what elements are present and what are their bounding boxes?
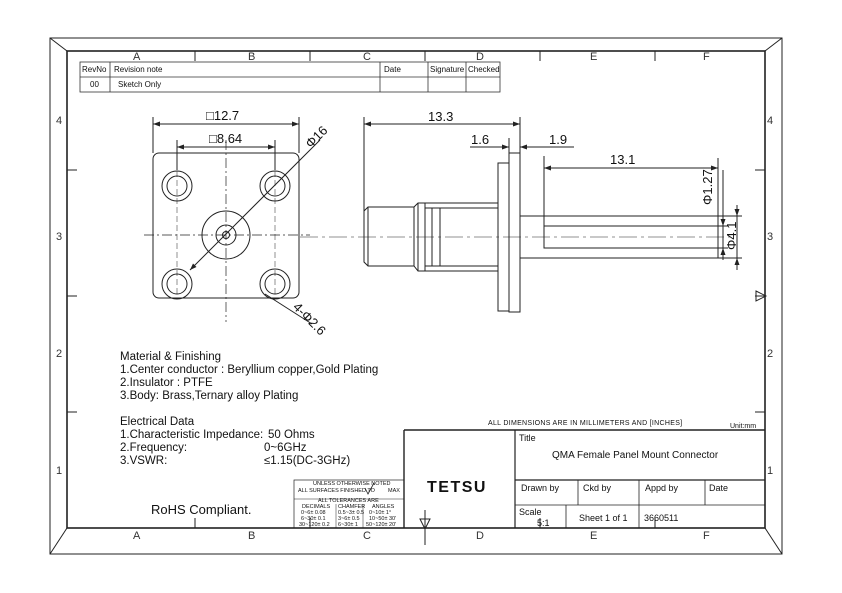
electrical-label-2: 2.Frequency: [120, 442, 188, 454]
tol-row-2-cha: 3~6± 0.5 [338, 516, 360, 522]
tol-line-1: UNLESS OTHERWISE NOTED [313, 481, 391, 487]
front-view [144, 117, 321, 325]
sheet-number: Sheet 1 of 1 [579, 513, 628, 523]
tol-row-3-dec: 30~120± 0.2 [299, 522, 330, 528]
title-block [293, 429, 765, 529]
row-right-3: 3 [767, 231, 774, 243]
drawing-title: QMA Female Panel Mount Connector [552, 450, 719, 461]
outer-frame [49, 37, 783, 555]
rohs-note: RoHS Compliant. [151, 502, 252, 517]
tol-row-1-ang: 0~10± 1° [369, 510, 392, 516]
material-line-3: 3.Body: Brass,Ternary alloy Plating [120, 390, 299, 402]
dim-outer-square: □12.7 [206, 108, 240, 123]
appd-by-label: Appd by [645, 483, 679, 493]
material-title: Material & Finishing [120, 351, 221, 363]
material-line-1: 1.Center conductor : Beryllium copper,Go… [120, 364, 379, 376]
zone-bottom-c: C [363, 530, 371, 542]
dim-pin-dia: Φ1.27 [700, 169, 715, 205]
center-arrow-right [755, 290, 768, 302]
dims-note: ALL DIMENSIONS ARE IN MILLIMETERS AND [I… [488, 420, 683, 427]
revision-table [79, 61, 501, 93]
zone-top-e: E [590, 51, 598, 63]
zone-bottom-a: A [133, 530, 141, 542]
zone-top-b: B [248, 51, 256, 63]
zone-top-c: C [363, 51, 371, 63]
electrical-value-3: ≤1.15(DC-3GHz) [264, 455, 351, 467]
dim-insulator-dia: Φ4.1 [724, 221, 739, 250]
frame-corners [49, 37, 783, 555]
dim-pin-length: 13.1 [610, 152, 636, 167]
tol-row-2-ang: 10~50± 30' [369, 516, 397, 522]
date-label: Date [709, 483, 729, 493]
row-left-1: 1 [56, 465, 63, 477]
electrical-value-2: 0~6GHz [264, 442, 307, 454]
row-right-1: 1 [767, 465, 774, 477]
tol-line-3: ALL TOLERANCES ARE [318, 498, 379, 504]
side-view-arrows [364, 121, 740, 265]
rev-header-signature: Signature [430, 65, 465, 74]
company-logo-text: TETSU [427, 479, 487, 496]
zone-bottom-b: B [248, 530, 256, 542]
surface-finish-icon [364, 482, 375, 495]
row-right-2: 2 [767, 348, 774, 360]
tol-row-3-cha: 6~30± 1 [338, 522, 358, 528]
zone-bottom-f: F [703, 530, 710, 542]
row-right-4: 4 [767, 115, 774, 127]
dim-inner-square: □8.64 [209, 131, 243, 146]
tol-row-1-dec: 0~6± 0.08 [301, 510, 326, 516]
electrical-title: Electrical Data [120, 416, 195, 428]
ckd-by-label: Ckd by [583, 483, 612, 493]
rev-header-date: Date [384, 65, 401, 74]
row-left-4: 4 [56, 115, 63, 127]
rev-header-note: Revision note [114, 65, 163, 74]
tol-row-2-dec: 6~30± 0.1 [301, 516, 326, 522]
electrical-label-3: 3.VSWR: [120, 455, 168, 467]
tol-header-decimals: DECIMALS [302, 504, 331, 510]
zone-bottom-e: E [590, 530, 598, 542]
tol-header-angles: ANGLES [372, 504, 395, 510]
rev-row-note: Sketch Only [118, 80, 162, 89]
tol-line-2: ALL SURFACES FINISHED TO [298, 488, 375, 494]
dim-flange-thk: 1.6 [471, 132, 490, 147]
electrical-label-1: 1.Characteristic Impedance: [120, 429, 264, 441]
rev-row-no: 00 [90, 80, 99, 89]
rev-header-revno: RevNo [82, 65, 107, 74]
material-line-2: 2.Insulator : PTFE [120, 377, 213, 389]
dim-overall-length: 13.3 [428, 109, 454, 124]
tol-header-chamfer: CHAMFER [338, 504, 366, 510]
zone-top-d: D [476, 51, 484, 63]
inner-frame [66, 50, 766, 529]
part-number: 3660511 [644, 513, 679, 523]
row-left-2: 2 [56, 348, 63, 360]
unit-label: Unit:mm [730, 423, 757, 430]
drawn-by-label: Drawn by [521, 483, 560, 493]
title-label: Title [519, 433, 536, 443]
scale-value: 5:1 [537, 518, 550, 528]
electrical-value-1: 50 Ohms [268, 429, 315, 441]
zone-top-f: F [703, 51, 710, 63]
row-left-3: 3 [56, 231, 63, 243]
zone-top-a: A [133, 51, 141, 63]
tol-row-1-cha: 0.5~3± 0.5 [338, 510, 365, 516]
front-view-arrows [153, 121, 299, 270]
tol-row-3-ang: 50~120± 20' [366, 522, 397, 528]
tol-line-2b: MAX [388, 488, 400, 494]
scale-label: Scale [519, 507, 542, 517]
side-view [300, 117, 742, 313]
rev-header-checked: Checked [468, 65, 500, 74]
dim-offset: 1.9 [549, 132, 568, 147]
zone-bottom-d: D [476, 530, 484, 542]
